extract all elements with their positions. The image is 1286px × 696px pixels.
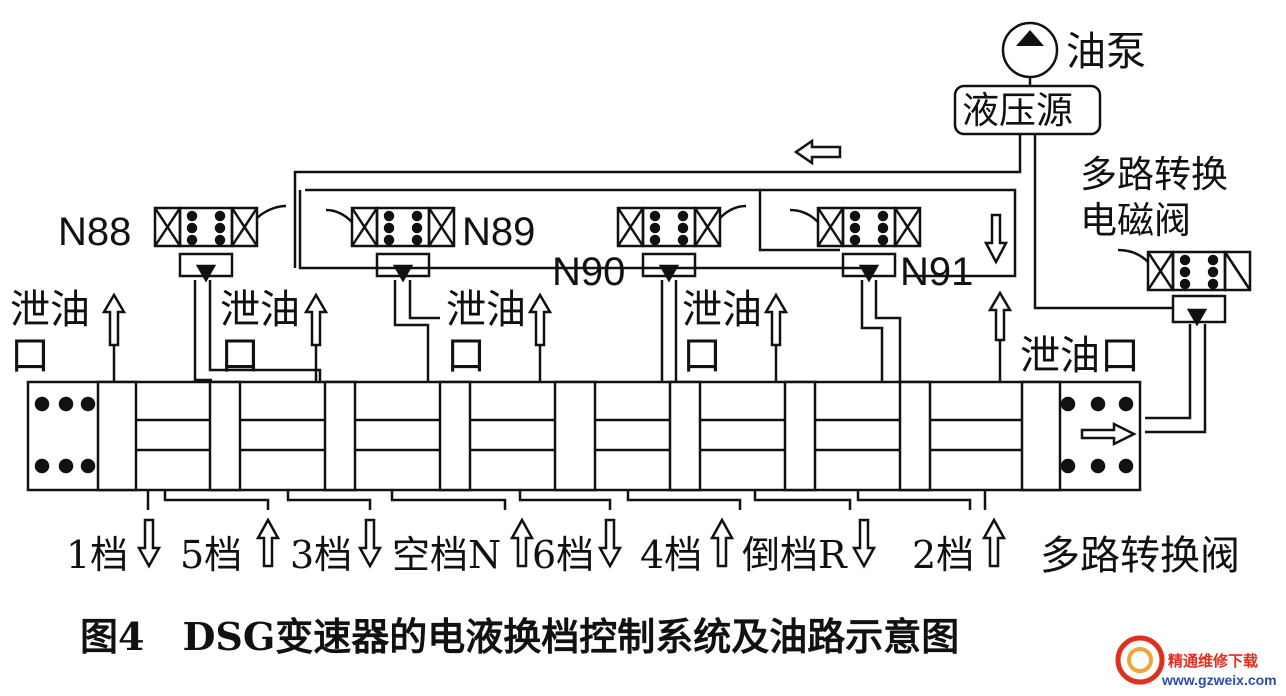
figure-caption: 图4 DSG变速器的电液换档控制系统及油路示意图 bbox=[80, 614, 960, 659]
watermark-logo-icon bbox=[1115, 635, 1165, 685]
drain-arrow-1-icon bbox=[101, 292, 127, 347]
drain-3-label-line1: 泄油 bbox=[446, 287, 526, 333]
drain-1-label-line1: 泄油 bbox=[10, 287, 90, 333]
solenoid-n91-label: N91 bbox=[900, 250, 974, 294]
hydraulic-source-box bbox=[953, 84, 1102, 136]
drain-2-label-line2: 口 bbox=[220, 333, 260, 379]
flow-arrow-left bbox=[793, 138, 842, 166]
gear-2-label: 2档 bbox=[912, 533, 975, 577]
gear-1-arrow-icon bbox=[136, 518, 162, 569]
solenoid-n91-icon bbox=[789, 206, 922, 283]
drain-arrow-2-icon bbox=[303, 292, 329, 347]
watermark-line1: 精通维修下载 bbox=[1168, 653, 1259, 670]
drain-2-label-line1: 泄油 bbox=[220, 287, 300, 333]
flow-arrow-down bbox=[983, 213, 1009, 265]
mux-solenoid-label-line2: 电磁阀 bbox=[1080, 199, 1191, 242]
solenoid-n90-icon bbox=[616, 204, 747, 283]
drain-4-label-line2: 口 bbox=[682, 333, 722, 379]
drain-1-label-line2: 口 bbox=[10, 333, 50, 379]
gear-4-label: 4档 bbox=[640, 533, 703, 577]
gear-5-arrow-icon bbox=[255, 517, 281, 568]
gear-6-label: 6档 bbox=[532, 533, 595, 577]
gear-3-arrow-icon bbox=[357, 518, 383, 569]
hydraulic-source-label: 液压源 bbox=[962, 89, 1073, 132]
mux-solenoid-icon bbox=[1117, 248, 1252, 327]
gear-2-arrow-icon bbox=[981, 517, 1007, 568]
solenoid-n88-icon bbox=[153, 204, 287, 283]
gear-1-label: 1档 bbox=[66, 533, 129, 577]
oil-pump-label: 油泵 bbox=[1066, 29, 1146, 75]
drain-3-label-line2: 口 bbox=[446, 333, 486, 379]
gear-n-label: 空档N bbox=[392, 533, 502, 577]
flow-arrow-right bbox=[1080, 421, 1137, 447]
gear-3-label: 3档 bbox=[290, 533, 353, 577]
drain-5-label: 泄油口 bbox=[1020, 333, 1140, 379]
mux-valve-label: 多路转换阀 bbox=[1040, 533, 1240, 579]
gear-r-arrow-icon bbox=[851, 518, 877, 569]
solenoid-n89-icon bbox=[325, 206, 456, 283]
solenoid-n88-label: N88 bbox=[58, 210, 132, 254]
solenoid-n89-label: N89 bbox=[462, 210, 536, 254]
watermark-line2: www.gzweix.com bbox=[1162, 672, 1277, 688]
gear-6-arrow-icon bbox=[597, 518, 623, 569]
gear-4-arrow-icon bbox=[709, 517, 735, 568]
solenoid-n90-label: N90 bbox=[552, 250, 626, 294]
drain-arrow-5-icon bbox=[987, 290, 1013, 342]
drain-4-label-line1: 泄油 bbox=[682, 287, 762, 333]
gear-n-arrow-icon bbox=[509, 517, 535, 568]
selector-valve-body bbox=[26, 380, 1142, 492]
gear-r-label: 倒档R bbox=[742, 533, 847, 577]
gear-5-label: 5档 bbox=[180, 533, 243, 577]
drain-arrow-4-icon bbox=[763, 292, 789, 347]
mux-solenoid-label-line1: 多路转换 bbox=[1080, 153, 1228, 196]
drain-arrow-3-icon bbox=[527, 292, 553, 347]
